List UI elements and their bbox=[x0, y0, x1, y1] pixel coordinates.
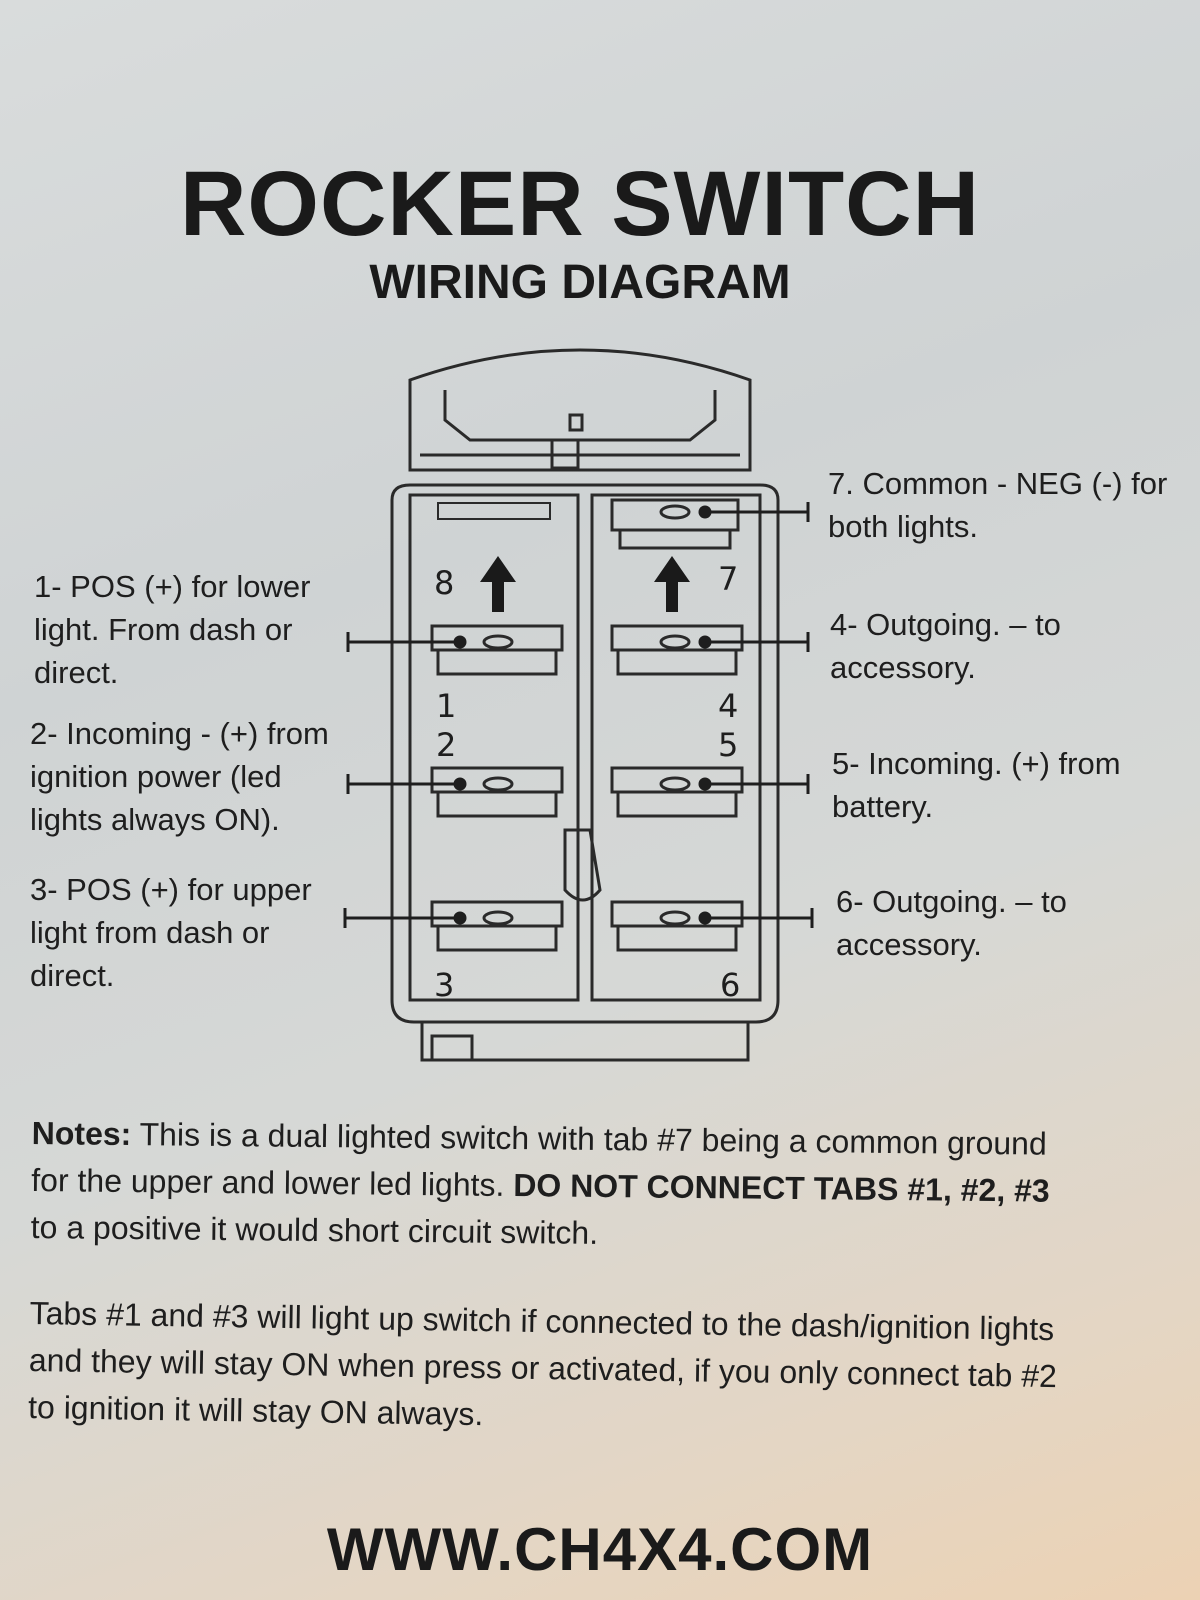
page-title: ROCKER SWITCH bbox=[179, 153, 981, 255]
terminal-7 bbox=[610, 498, 740, 550]
terminal-5 bbox=[610, 766, 744, 818]
leader-line-1 bbox=[346, 632, 467, 652]
lamp-window bbox=[437, 502, 551, 520]
switch-rocker-bracket bbox=[443, 390, 717, 442]
notes-heading: Notes: bbox=[31, 1114, 132, 1153]
notes-line-1: This is a dual lighted switch with tab #… bbox=[131, 1116, 1047, 1162]
pin-number-7: 7 bbox=[718, 560, 738, 598]
center-post bbox=[563, 828, 602, 902]
page-subtitle: WIRING DIAGRAM bbox=[369, 256, 791, 309]
leader-line-7 bbox=[698, 502, 810, 522]
switch-left-half bbox=[408, 493, 580, 1002]
leader-line-2 bbox=[346, 774, 467, 794]
label-pin-4: 4- Outgoing. – to accessory. bbox=[830, 607, 1061, 685]
pin-number-8: 8 bbox=[434, 564, 454, 602]
website-url: WWW.CH4X4.COM bbox=[326, 1516, 874, 1583]
switch-right-half bbox=[590, 493, 762, 1002]
switch-top-tab bbox=[550, 438, 580, 470]
pin-number-4: 4 bbox=[718, 687, 738, 725]
terminal-6 bbox=[610, 900, 744, 952]
arrow-up-left bbox=[480, 556, 516, 612]
terminal-1 bbox=[430, 624, 564, 676]
terminal-3 bbox=[430, 900, 564, 952]
leader-line-3 bbox=[343, 908, 467, 928]
leader-line-5 bbox=[698, 774, 810, 794]
pin-number-6: 6 bbox=[720, 966, 740, 1004]
label-pin-5: 5- Incoming. (+) from battery. bbox=[832, 746, 1121, 824]
pin-number-3: 3 bbox=[434, 966, 454, 1004]
leader-line-6 bbox=[698, 908, 814, 928]
switch-body bbox=[390, 483, 780, 1024]
notes-paragraph-2: Tabs #1 and #3 will light up switch if c… bbox=[28, 1290, 1200, 1449]
label-pin-6: 6- Outgoing. – to accessory. bbox=[836, 884, 1067, 962]
label-pin-2: 2- Incoming - (+) from ignition power (l… bbox=[30, 716, 329, 837]
label-pin-3: 3- POS (+) for upper light from dash or … bbox=[30, 872, 312, 993]
switch-bottom-tab bbox=[420, 1022, 750, 1062]
notes-line-2a: for the upper and lower led lights. bbox=[31, 1161, 514, 1204]
notes-paragraph: Notes: This is a dual lighted switch wit… bbox=[31, 1110, 1200, 1263]
switch-top-cap bbox=[408, 348, 752, 472]
arrow-up-right bbox=[654, 556, 690, 612]
pin-number-5: 5 bbox=[718, 726, 738, 764]
label-pin-7: 7. Common - NEG (-) for both lights. bbox=[828, 466, 1168, 544]
notes-warning: DO NOT CONNECT TABS #1, #2, #3 bbox=[513, 1167, 1050, 1209]
pin-number-1: 1 bbox=[436, 687, 456, 725]
terminal-2 bbox=[430, 766, 564, 818]
terminal-4 bbox=[610, 624, 744, 676]
label-pin-1: 1- POS (+) for lower light. From dash or… bbox=[34, 569, 311, 690]
leader-line-4 bbox=[698, 632, 810, 652]
pin-number-2: 2 bbox=[436, 726, 456, 764]
